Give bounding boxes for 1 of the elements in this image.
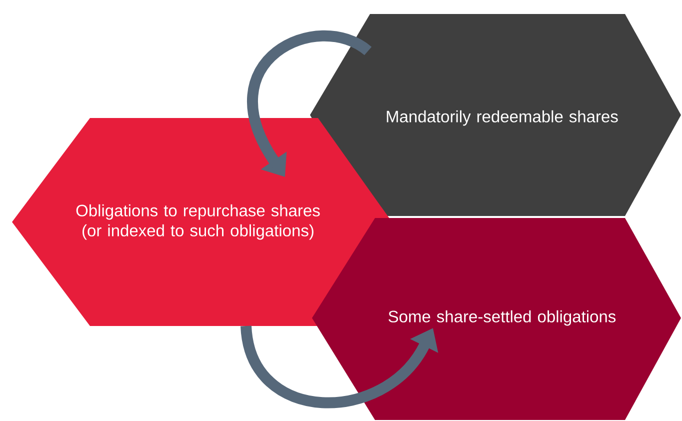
hexagon: Some share-settled obligations xyxy=(312,218,681,420)
